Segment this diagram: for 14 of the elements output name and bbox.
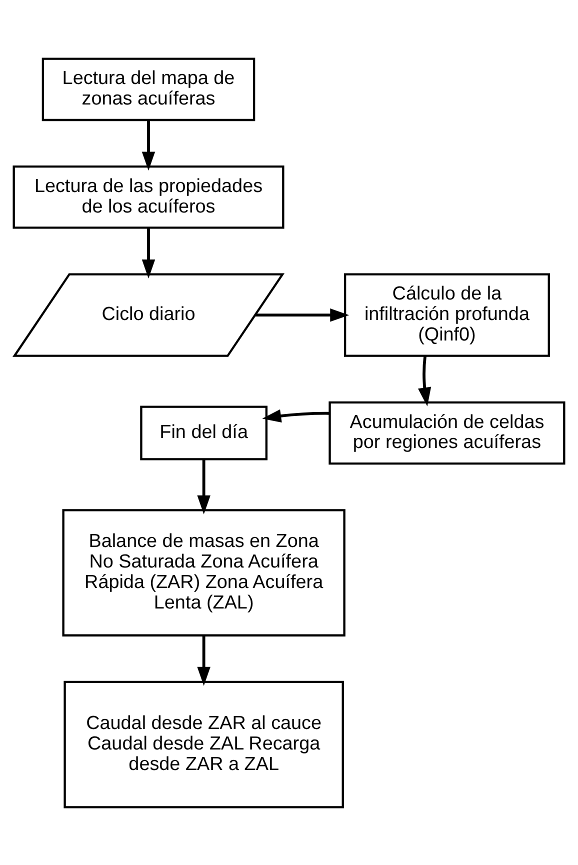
arrow	[142, 120, 156, 170]
node-box: Acumulación de celdas por regiones acuíferas	[328, 400, 566, 464]
node-box: Fin del día	[140, 405, 268, 460]
node-box: Caudal desde ZAR al cauce Caudal desde ZAL Recarga desde ZAR a ZAL	[64, 680, 344, 808]
node-box: Balance de masas en Zona No Saturada Zona Acuífera Rápida (ZAR) Zona Acuífera Lenta (ZAL)	[62, 508, 346, 636]
arrow	[418, 355, 432, 406]
arrow	[255, 308, 350, 322]
arrow	[262, 408, 330, 422]
arrow	[197, 459, 210, 514]
node-box: Lectura de las propiedades de los acuíferos	[12, 164, 284, 228]
node-box: Cálculo de la infiltración profunda (Qinf0)	[344, 272, 550, 356]
node-box: Lectura del mapa de zonas acuíferas	[42, 57, 256, 121]
arrow	[142, 228, 156, 278]
arrow	[197, 635, 210, 686]
